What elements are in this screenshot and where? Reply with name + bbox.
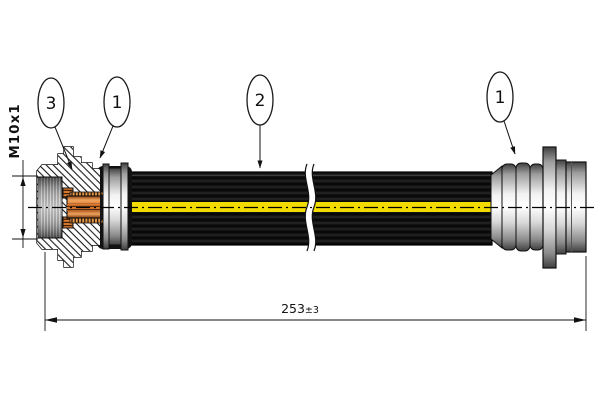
- callout-balloon-2: 2: [246, 74, 274, 169]
- balloon-circle-1-right: [486, 71, 514, 123]
- leader-line-3: [54, 126, 73, 170]
- crimp-sleeve-left: [102, 162, 129, 251]
- thread-size-label: M10x1: [7, 103, 23, 158]
- leader-line-1-right: [503, 120, 516, 155]
- break-edge-right: [311, 163, 317, 252]
- leader-line-1-left: [99, 125, 114, 159]
- balloon-circle-1-left: [103, 76, 131, 128]
- arrow-right-icon: [574, 317, 586, 323]
- callout-balloon-1-left: 1: [99, 76, 131, 159]
- callout-balloon-1-right: 1: [486, 71, 516, 155]
- balloon-label-1-right: 1: [495, 88, 506, 108]
- balloon-label-1-left: 1: [112, 93, 123, 113]
- arrow-up-icon: [20, 177, 26, 186]
- arrow-left-icon: [45, 317, 57, 323]
- length-dimension-label: 253±3: [281, 301, 319, 316]
- callout-balloon-3: 3: [37, 77, 73, 170]
- break-edge-left: [304, 163, 310, 252]
- arrow-down-icon: [20, 229, 26, 238]
- balloon-circle-3: [37, 77, 65, 129]
- balloon-circle-2: [246, 74, 274, 126]
- left-fitting: [36, 146, 132, 268]
- callouts: 3 1 2 1: [37, 71, 516, 170]
- balloon-label-3: 3: [46, 94, 57, 114]
- thread-dimension: M10x1: [7, 103, 38, 248]
- balloon-label-2: 2: [255, 91, 266, 111]
- length-dimension: 253±3: [44, 252, 587, 331]
